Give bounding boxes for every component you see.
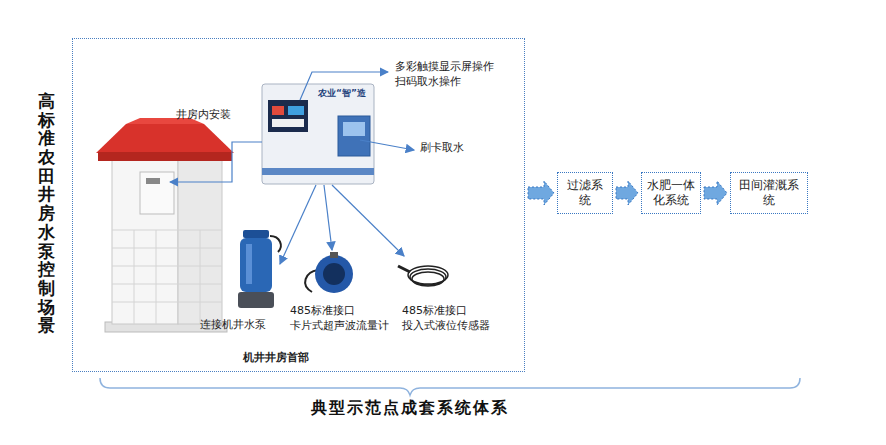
process-box: 过滤系统 xyxy=(557,172,613,214)
caption: 典型示范点成套系统体系 xyxy=(311,398,509,419)
callout-label: 485标准接口 xyxy=(402,304,467,317)
region-label: 机井井房首部 xyxy=(243,350,309,365)
level-sensor xyxy=(398,266,448,286)
leader-line xyxy=(170,142,262,182)
box-text: 过滤系统 xyxy=(563,178,607,208)
callout-label: 卡片式超声波流量计 xyxy=(290,319,389,332)
flow-arrow xyxy=(616,181,638,205)
callout-label: 刷卡取水 xyxy=(420,141,464,154)
flow-meter xyxy=(305,252,353,293)
leader-line xyxy=(324,185,332,250)
arrow-shape xyxy=(616,181,638,205)
leader-line xyxy=(332,185,404,256)
arrow-shape xyxy=(704,181,727,205)
callout-label: 连接机井水泵 xyxy=(200,318,266,331)
process-box: 田间灌溉系统 xyxy=(730,172,808,214)
callout-label: 485标准接口 xyxy=(290,304,355,317)
leader-line xyxy=(280,185,316,264)
well-house xyxy=(96,118,234,332)
device-brand: 农业“智”造 xyxy=(318,88,366,99)
vertical-title: 高标准农田井房水泵控制场景 xyxy=(38,92,55,335)
arrow-shape xyxy=(528,181,554,205)
box-text: 水肥一体化系统 xyxy=(647,178,695,208)
controller-device xyxy=(262,84,374,184)
callout-label: 投入式液位传感器 xyxy=(402,319,490,332)
leader-line xyxy=(300,72,388,100)
pump xyxy=(238,230,281,308)
leader-line xyxy=(360,140,414,150)
callout-label: 多彩触摸显示屏操作 xyxy=(395,60,494,73)
bracket xyxy=(100,378,800,395)
flow-arrow xyxy=(704,181,727,205)
box-text: 田间灌溉系统 xyxy=(736,178,802,208)
callout-label: 扫码取水操作 xyxy=(395,75,461,88)
callout-label: 井房内安装 xyxy=(176,108,231,121)
process-box: 水肥一体化系统 xyxy=(641,172,701,214)
flow-arrow xyxy=(528,181,554,205)
